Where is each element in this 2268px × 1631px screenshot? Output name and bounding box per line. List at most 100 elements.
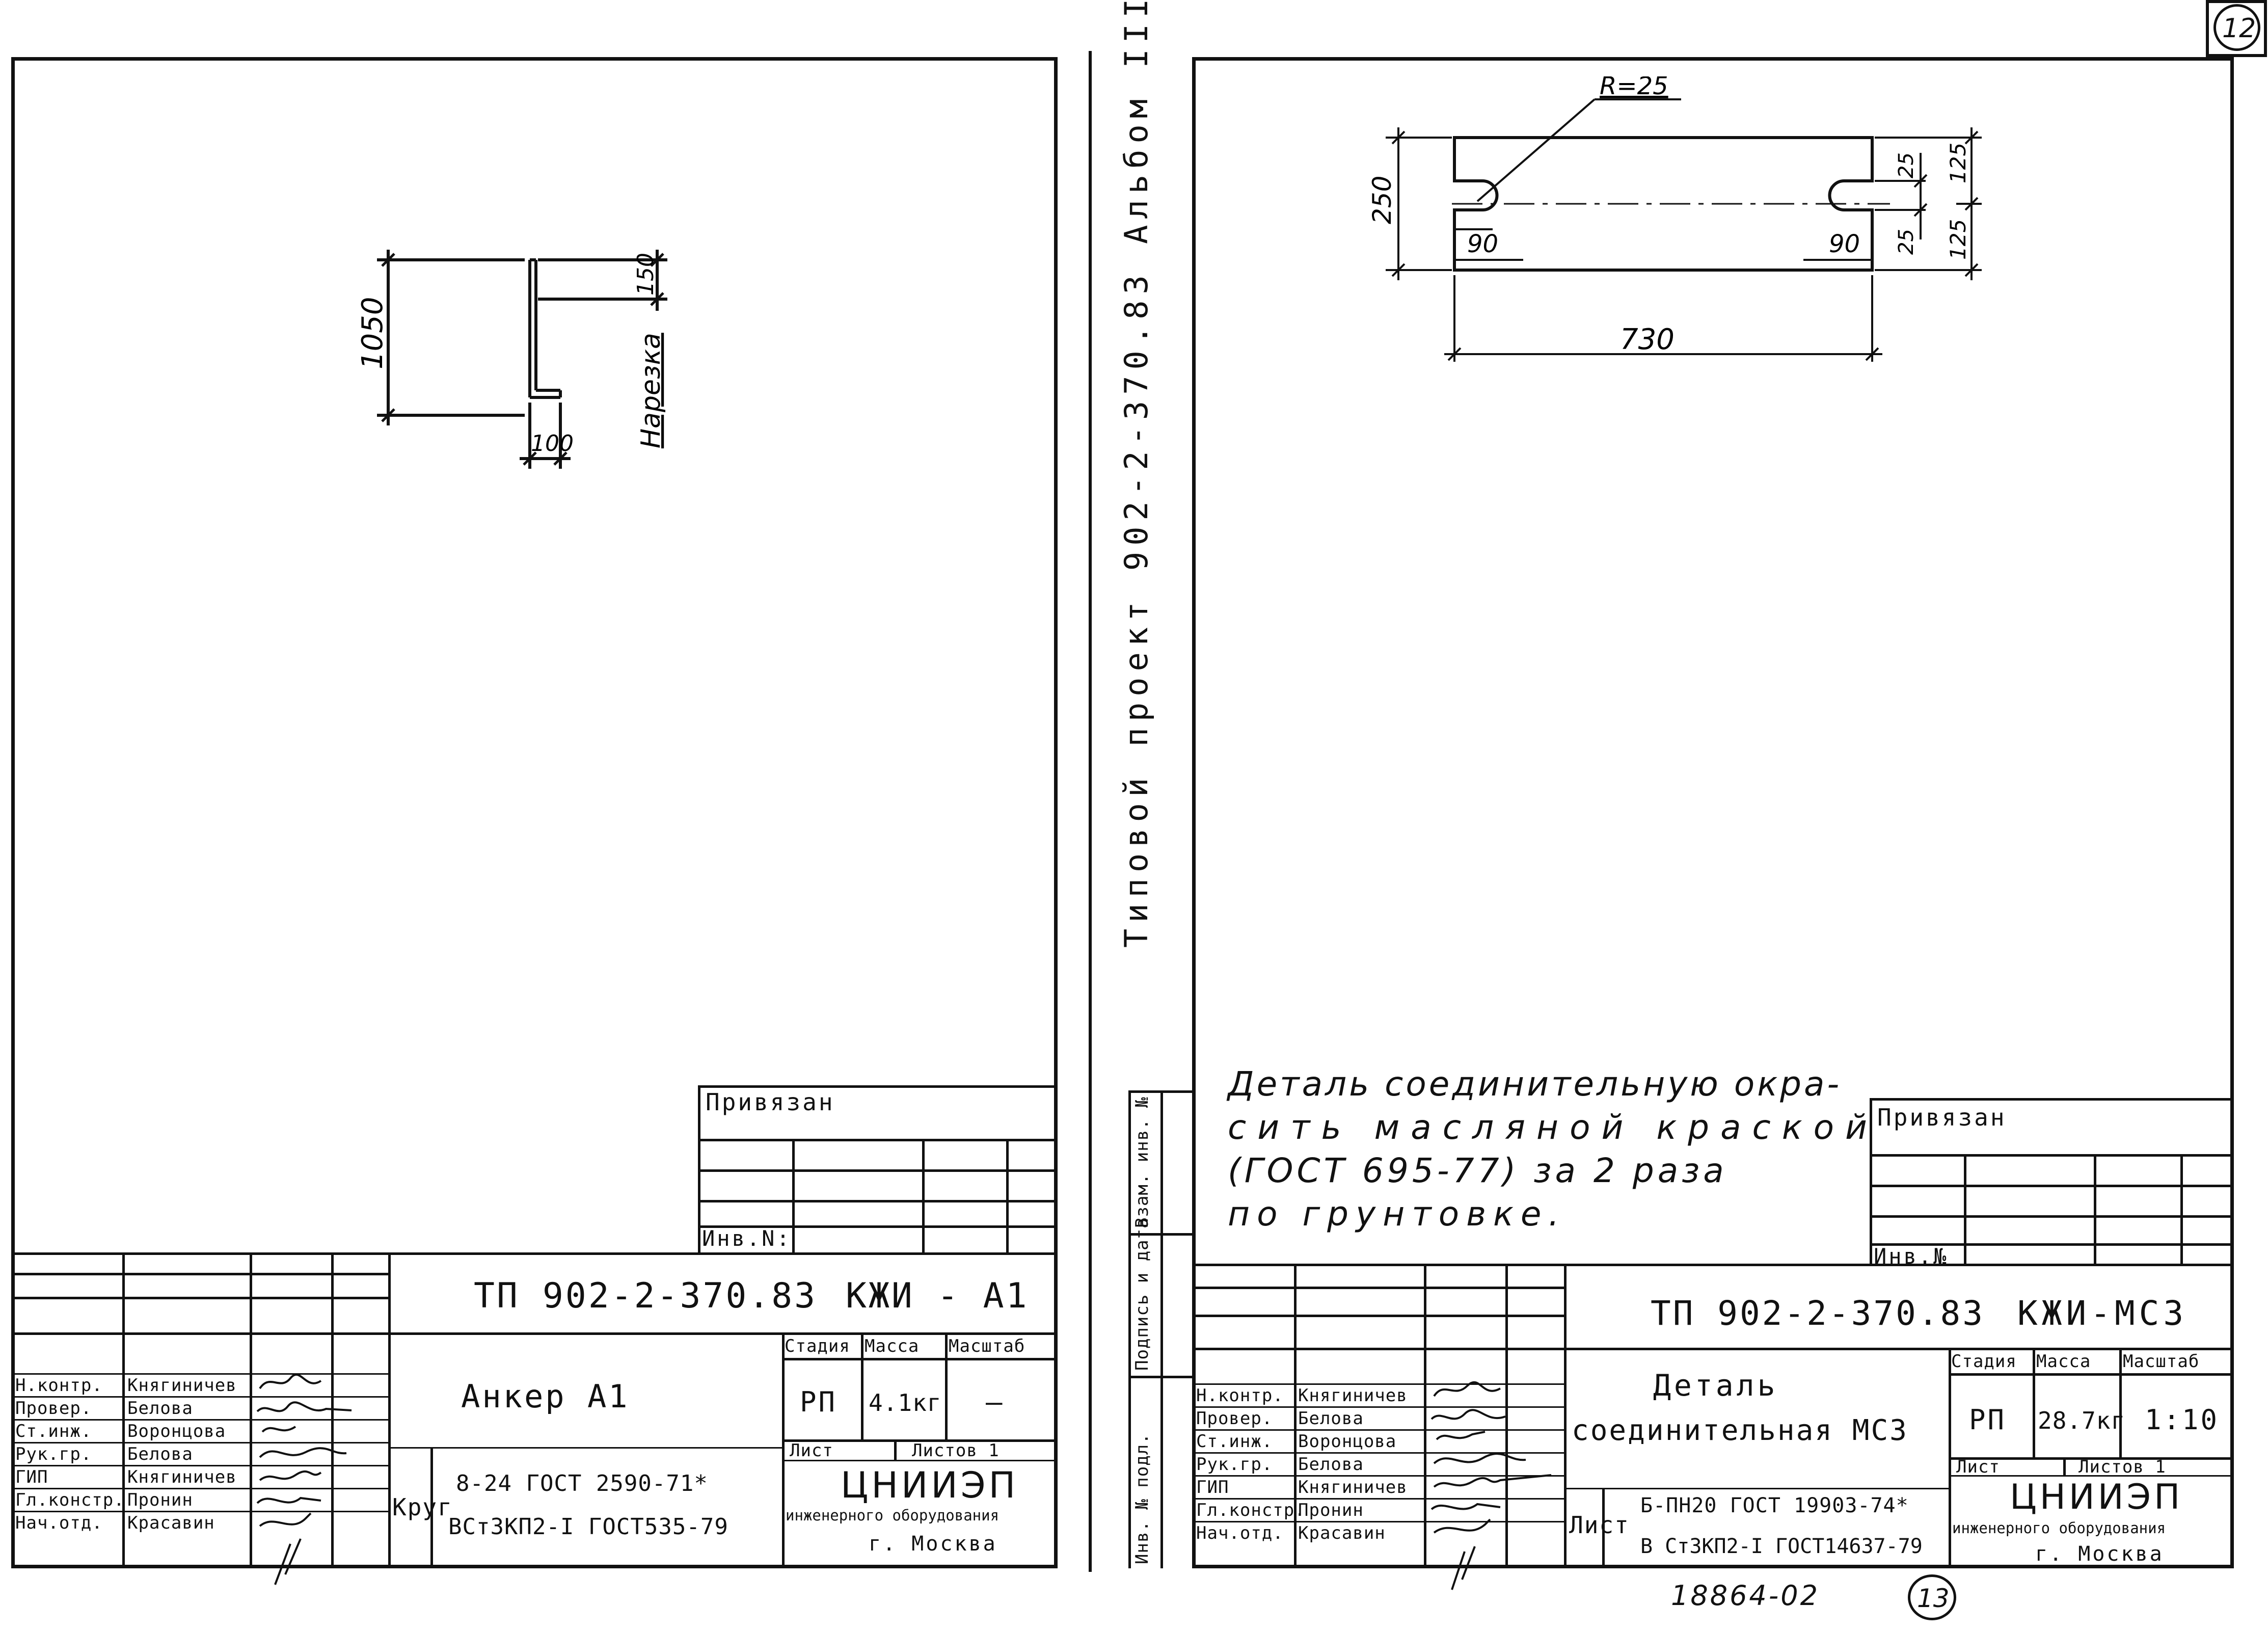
right-name-3: Белова	[1298, 1454, 1364, 1475]
left-org-city: г. Москва	[869, 1532, 997, 1556]
left-sheet-frame	[11, 57, 1058, 1568]
left-name-1: Белова	[127, 1398, 193, 1419]
left-scale-head: Масштаб	[949, 1336, 1025, 1356]
right-org-name: ЦНИИЭП	[2010, 1477, 2183, 1517]
right-role-2: Ст.инж.	[1196, 1431, 1273, 1452]
right-material-label: Лист	[1569, 1511, 1630, 1539]
left-name-4: Княгиничев	[127, 1467, 237, 1487]
right-dim-25-top: 25	[1895, 152, 1918, 178]
right-note-line-1: сить масляной краской	[1228, 1108, 1878, 1147]
left-code: ТП 902-2-370.83	[474, 1276, 818, 1316]
right-org-city: г. Москва	[2035, 1542, 2164, 1566]
right-name-4: Княгиничев	[1298, 1477, 1408, 1498]
side-stamp-label-0: Инв. № подл.	[1132, 1433, 1152, 1564]
right-material-line1: Б-ПН20 ГОСТ 19903-74*	[1640, 1494, 1909, 1517]
page-number-top-circle	[2213, 4, 2260, 51]
right-name-1: Белова	[1298, 1408, 1364, 1429]
left-stage: РП	[800, 1386, 838, 1418]
page-separator	[1089, 51, 1092, 1572]
right-title-line2: соединительная МС3	[1572, 1414, 1908, 1447]
right-role-5: Гл.констр.	[1196, 1500, 1306, 1520]
left-role-6: Нач.отд.	[15, 1513, 103, 1533]
right-dim-slot-right: 90	[1829, 230, 1860, 258]
right-org-sub: инженерного оборудования	[1952, 1519, 2166, 1537]
left-material-label: Круг	[392, 1493, 453, 1521]
left-scale: —	[986, 1386, 1005, 1418]
left-signatures	[256, 1373, 352, 1585]
left-role-1: Провер.	[15, 1398, 92, 1419]
right-dim-125-bottom: 125	[1946, 219, 1970, 260]
vertical-project-label: Типовой проект 902-2-370.83 Альбом III	[1118, 0, 1155, 948]
left-mass-head: Масса	[865, 1336, 920, 1356]
right-role-6: Нач.отд.	[1196, 1523, 1284, 1543]
left-name-6: Красавин	[127, 1513, 215, 1533]
right-dim-height: 250	[1367, 176, 1397, 224]
right-name-0: Княгиничев	[1298, 1385, 1408, 1406]
left-title: Анкер А1	[461, 1378, 630, 1415]
right-name-6: Красавин	[1298, 1523, 1386, 1543]
right-privyazan: Привязан	[1877, 1104, 2007, 1131]
right-dim-25-bottom: 25	[1895, 229, 1918, 255]
right-dim-125-top: 125	[1946, 143, 1970, 183]
left-privyazan: Привязан	[706, 1088, 835, 1116]
left-dim-foot: 100	[531, 431, 574, 457]
right-role-3: Рук.гр.	[1196, 1454, 1273, 1475]
left-anchor-drawing: 1050 150 100 Нарезка	[357, 250, 667, 469]
right-sheet-code: КЖИ-МС3	[2017, 1294, 2188, 1333]
left-material-line1: 8-24 ГОСТ 2590-71*	[456, 1470, 708, 1496]
right-note-line-0: Деталь соединительную окра-	[1228, 1064, 1842, 1104]
left-name-3: Белова	[127, 1444, 193, 1464]
side-stamp-label-2: Взам. инв. №	[1132, 1097, 1152, 1228]
right-note-line-3: по грунтовке.	[1228, 1194, 1567, 1234]
left-org-sub: инженерного оборудования	[786, 1507, 1000, 1524]
right-name-2: Воронцова	[1298, 1431, 1397, 1452]
right-role-0: Н.контр.	[1196, 1385, 1284, 1406]
right-sheets-head: Листов 1	[2078, 1457, 2166, 1477]
left-thread-label: Нарезка	[636, 333, 666, 448]
left-dim-total: 1050	[357, 297, 389, 369]
right-dim-slot-left: 90	[1467, 230, 1498, 258]
left-name-5: Пронин	[127, 1490, 193, 1510]
right-stage: РП	[1969, 1404, 2007, 1436]
left-sheets-head: Листов 1	[912, 1440, 1000, 1461]
right-scale: 1:10	[2145, 1404, 2220, 1436]
right-sheet-frame	[1192, 57, 2234, 1568]
right-mass: 28.7кг	[2038, 1407, 2126, 1434]
left-org-name: ЦНИИЭП	[841, 1464, 1019, 1506]
left-role-2: Ст.инж.	[15, 1421, 92, 1441]
right-part-drawing: R=25 250 730 90 90 25 25 125 125	[1367, 76, 1982, 362]
left-name-0: Княгиничев	[127, 1375, 237, 1396]
left-dim-thread: 150	[633, 253, 659, 296]
right-scale-head: Масштаб	[2123, 1351, 2200, 1372]
right-dim-radius: R=25	[1600, 76, 1668, 100]
right-note-line-2: (ГОСТ 695-77) за 2 раза	[1228, 1151, 1727, 1190]
right-dim-length: 730	[1620, 323, 1675, 356]
left-sheet-code: КЖИ - А1	[846, 1276, 1029, 1316]
left-sheet-head: Лист	[790, 1440, 833, 1461]
right-title-line1: Деталь	[1653, 1368, 1778, 1403]
left-mass: 4.1кг	[869, 1389, 942, 1416]
right-material-line2: В Ст3КП2-I ГОСТ14637-79	[1640, 1535, 1923, 1558]
page-number-top-box	[2206, 0, 2267, 57]
inventory-stamp: 18864-02	[1671, 1580, 1820, 1612]
left-name-2: Воронцова	[127, 1421, 226, 1441]
left-stage-head: Стадия	[785, 1336, 850, 1356]
right-code: ТП 902-2-370.83	[1651, 1294, 1985, 1333]
left-role-4: ГИП	[15, 1467, 48, 1487]
left-inv-no: Инв.N:	[702, 1226, 792, 1251]
right-role-1: Провер.	[1196, 1408, 1273, 1429]
right-signatures	[1430, 1381, 1552, 1590]
side-stamp-label-1: Подпись и дата	[1132, 1217, 1152, 1371]
right-name-5: Пронин	[1298, 1500, 1364, 1520]
right-mass-head: Масса	[2036, 1351, 2091, 1372]
page-number-bottom-circle	[1908, 1574, 1956, 1620]
left-role-5: Гл.констр.	[15, 1490, 125, 1510]
left-role-0: Н.контр.	[15, 1375, 103, 1396]
right-stage-head: Стадия	[1951, 1351, 2017, 1372]
right-inv-no: Инв.№	[1874, 1244, 1949, 1269]
right-role-4: ГИП	[1196, 1477, 1229, 1498]
right-sheet-head: Лист	[1956, 1457, 2000, 1477]
page-number-top: 12	[2222, 13, 2256, 44]
left-role-3: Рук.гр.	[15, 1444, 92, 1464]
left-material-line2: ВСт3КП2-I ГОСТ535-79	[448, 1514, 728, 1540]
